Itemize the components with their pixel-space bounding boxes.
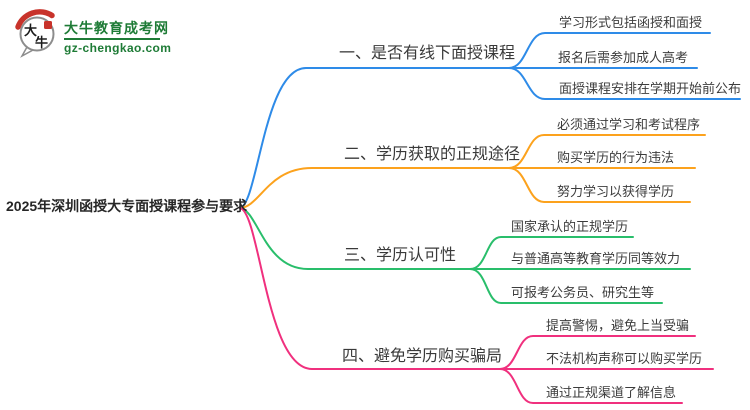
- logo-divider: [64, 38, 160, 40]
- branch-1-label: 一、是否有线下面授课程: [339, 45, 516, 62]
- logo-char-top: 大: [24, 23, 37, 38]
- branch-2-leaf-3: 努力学习以获得学历: [557, 184, 675, 199]
- logo-seal-icon: [44, 21, 52, 29]
- logo-text-block: 大牛教育成考网 gz-chengkao.com: [64, 19, 171, 55]
- central-topic: 2025年深圳函授大专面授课程参与要求: [6, 198, 248, 214]
- logo-red-arc-icon: [15, 9, 55, 30]
- branch-4-leaf-2: 不法机构声称可以购买学历: [546, 351, 703, 366]
- site-logo: 大 牛 大牛教育成考网 gz-chengkao.com: [13, 8, 171, 58]
- logo-icon: 大 牛: [15, 9, 55, 58]
- branch-4-leaf-1: 提高警惕，避免上当受骗: [546, 318, 690, 333]
- branch-1-leaf-2: 报名后需参加成人高考: [558, 50, 689, 65]
- branch-3-leaf-3: 可报考公务员、研究生等: [511, 285, 655, 300]
- branch-3-label: 三、学历认可性: [344, 247, 457, 264]
- branch-2-leaf-1: 必须通过学习和考试程序: [557, 117, 701, 132]
- branch-3-leaf-2: 与普通高等教育学历同等效力: [511, 251, 681, 266]
- branch-1-leaf-1: 学习形式包括函授和面授: [559, 15, 703, 30]
- branch-1-leaf-3: 面授课程安排在学期开始前公布: [559, 81, 742, 96]
- branch-2-label: 二、学历获取的正规途径: [344, 146, 521, 163]
- site-name: 大牛教育成考网: [64, 20, 169, 36]
- branch-4-leaf-3: 通过正规渠道了解信息: [546, 385, 677, 400]
- site-domain: gz-chengkao.com: [64, 41, 172, 55]
- branch-4-lines: [239, 207, 714, 404]
- logo-char-bottom: 牛: [35, 35, 48, 50]
- branch-2-leaf-2: 购买学历的行为违法: [557, 150, 675, 165]
- branch-4-label: 四、避免学历购买骗局: [342, 348, 503, 365]
- branch-3-leaf-1: 国家承认的正规学历: [511, 219, 629, 234]
